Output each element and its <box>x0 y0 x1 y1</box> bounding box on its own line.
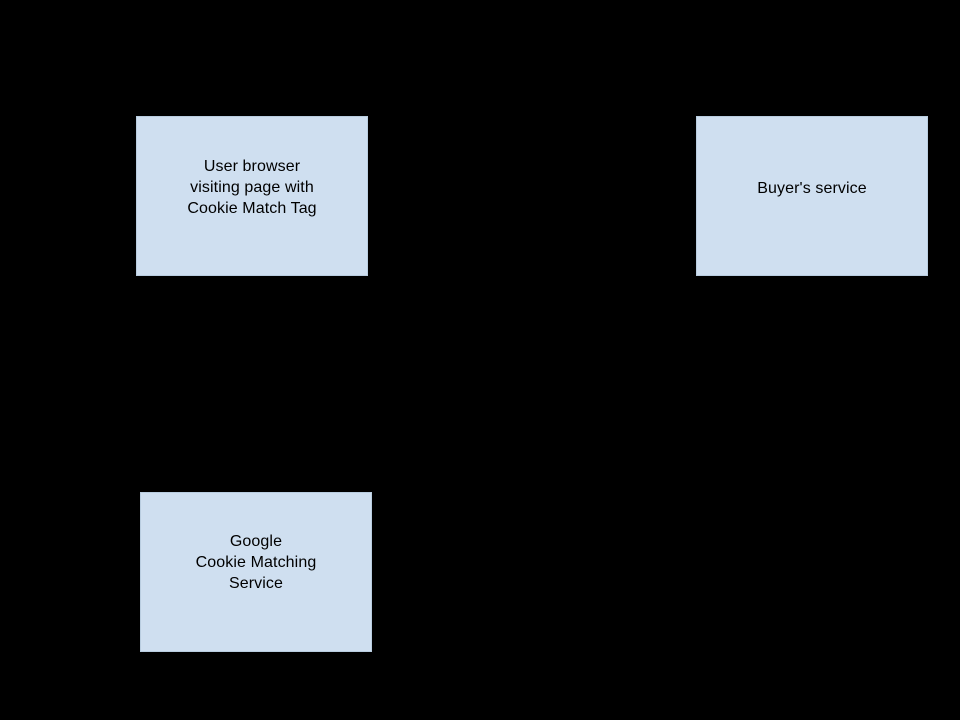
node-user-browser[interactable]: User browser visiting page with Cookie M… <box>136 116 368 276</box>
node-google-cookie-matching-service-label: Google Cookie Matching Service <box>195 532 317 592</box>
node-user-browser-label: User browser visiting page with Cookie M… <box>187 157 317 217</box>
node-buyers-service[interactable]: Buyer's service <box>696 116 928 276</box>
node-google-cookie-matching-service[interactable]: Google Cookie Matching Service <box>140 492 372 652</box>
node-buyers-service-label: Buyer's service <box>757 179 867 197</box>
